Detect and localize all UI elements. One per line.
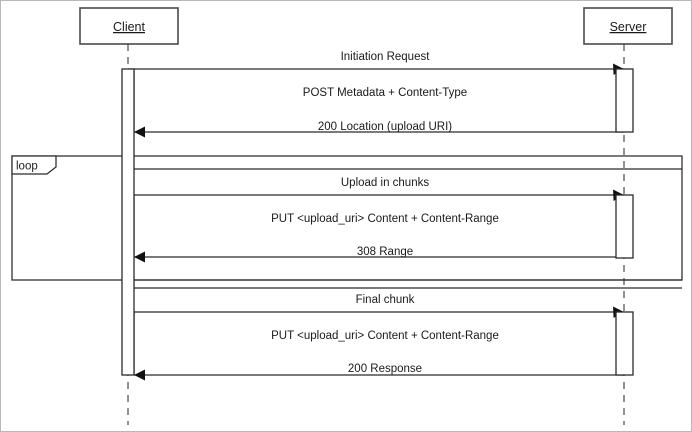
message-label-resp-308-range: 308 Range bbox=[357, 246, 413, 258]
group-caption-final-chunk: Final chunk bbox=[356, 294, 415, 306]
lifeline-label-server: Server bbox=[610, 20, 647, 34]
activation-server-chunk bbox=[615, 194, 634, 259]
lifeline-label-client: Client bbox=[113, 20, 145, 34]
message-group-chunk-loop: Upload in chunks PUT <upload_uri> Conten… bbox=[128, 168, 682, 281]
arrowhead-resp-200-location-icon bbox=[134, 126, 145, 138]
loop-frame-tab bbox=[11, 155, 57, 175]
message-label-put-final-chunk: PUT <upload_uri> Content + Content-Range bbox=[271, 330, 499, 342]
message-label-resp-200-location: 200 Location (upload URI) bbox=[318, 121, 452, 133]
activation-server-final bbox=[615, 311, 634, 376]
lifeline-head-server[interactable]: Server bbox=[583, 7, 673, 45]
message-group-initiation: Initiation Request POST Metadata + Conte… bbox=[128, 51, 625, 138]
loop-frame-label: loop bbox=[16, 161, 38, 173]
message-label-put-chunk: PUT <upload_uri> Content + Content-Range bbox=[271, 213, 499, 225]
message-label-resp-200: 200 Response bbox=[348, 363, 422, 375]
activation-server-initiation bbox=[615, 68, 634, 133]
activation-client bbox=[121, 68, 135, 376]
group-caption-initiation: Initiation Request bbox=[341, 51, 431, 63]
group-caption-chunk-loop: Upload in chunks bbox=[341, 177, 429, 189]
message-group-final-chunk: Final chunk PUT <upload_uri> Content + C… bbox=[128, 287, 682, 381]
arrowhead-resp-308-range-icon bbox=[134, 251, 145, 263]
arrowhead-resp-200-icon bbox=[134, 369, 145, 381]
activation-bars bbox=[121, 68, 634, 376]
lifeline-box-client[interactable] bbox=[79, 7, 179, 45]
message-label-post-metadata: POST Metadata + Content-Type bbox=[303, 87, 467, 99]
lifeline-head-client[interactable]: Client bbox=[79, 7, 179, 45]
lifeline-box-server[interactable] bbox=[583, 7, 673, 45]
